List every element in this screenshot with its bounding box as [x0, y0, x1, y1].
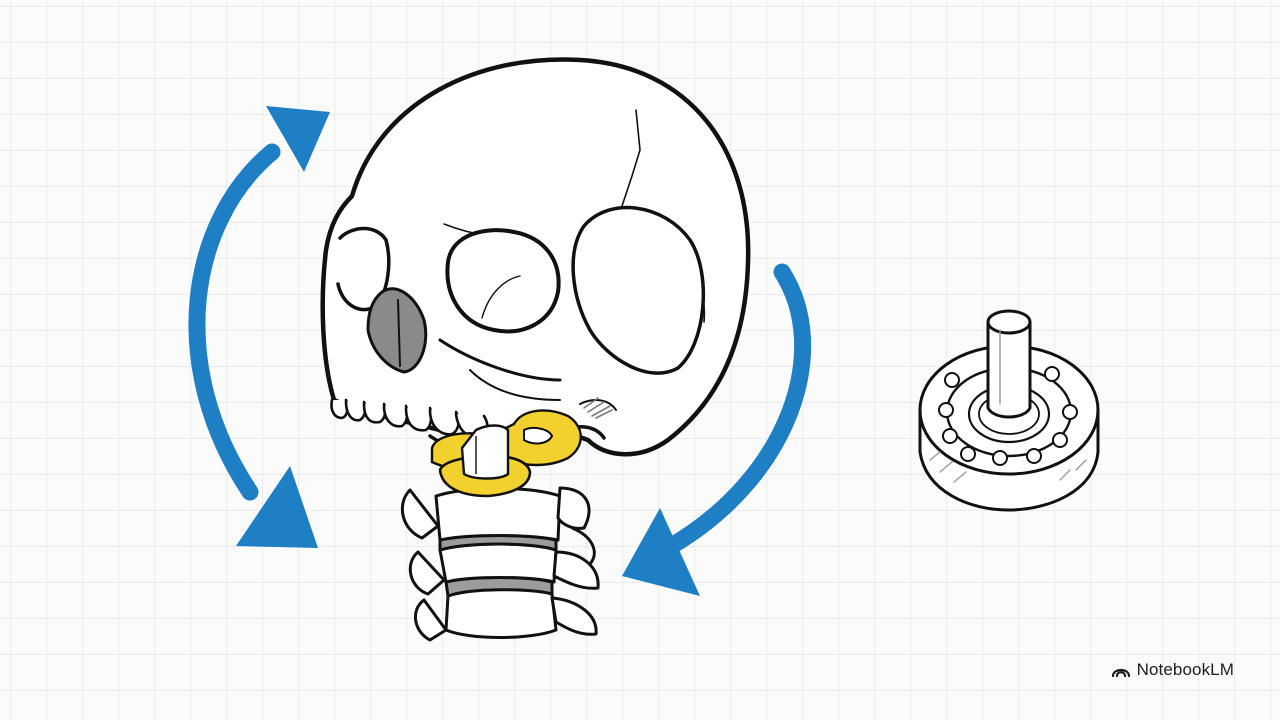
eye-socket: [445, 228, 561, 334]
left-rotation-arrow-icon: [188, 106, 330, 548]
bearing-balls: [938, 366, 1078, 466]
jaw-hatching: [583, 397, 613, 419]
brand-label: NotebookLM: [1136, 660, 1234, 679]
dens-peg: [460, 424, 510, 480]
axis-vertebra-c2-highlight: [438, 424, 532, 498]
nasal-cavity: [366, 287, 428, 374]
upper-teeth: [330, 398, 489, 440]
temporal-fossa: [571, 205, 706, 375]
vertebra-c4: [414, 587, 598, 642]
notebooklm-logo-icon: [1111, 668, 1130, 678]
vertebra-c3: [408, 542, 600, 596]
notebooklm-watermark: NotebookLM: [1111, 660, 1234, 680]
ball-bearing-pivot-icon: [918, 309, 1100, 512]
vertebra-c2-axis: [400, 486, 596, 565]
right-rotation-arrow-icon: [622, 263, 811, 596]
cervical-spine: [400, 486, 600, 642]
skull: [320, 57, 751, 457]
